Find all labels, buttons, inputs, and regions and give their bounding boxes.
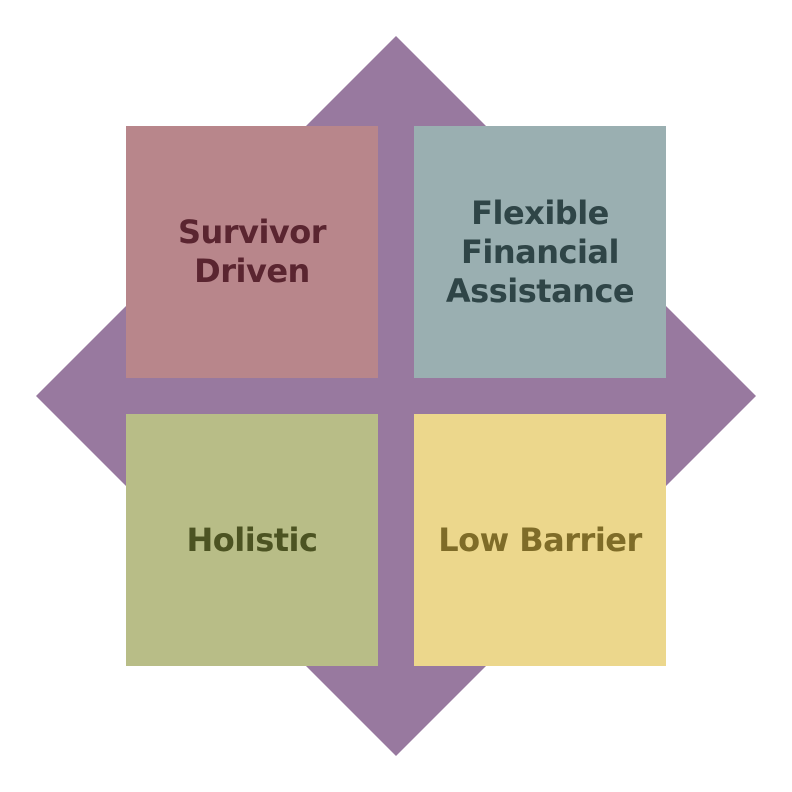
quadrant-flexible-financial-assistance: Flexible Financial Assistance xyxy=(414,126,666,378)
quadrant-holistic: Holistic xyxy=(126,414,378,666)
quadrant-low-barrier: Low Barrier xyxy=(414,414,666,666)
quadrant-survivor-driven: Survivor Driven xyxy=(126,126,378,378)
quadrant-label: Flexible Financial Assistance xyxy=(445,193,635,310)
quadrant-label: Holistic xyxy=(186,520,318,559)
quadrant-label: Low Barrier xyxy=(438,520,642,559)
quadrant-label: Survivor Driven xyxy=(177,213,327,290)
